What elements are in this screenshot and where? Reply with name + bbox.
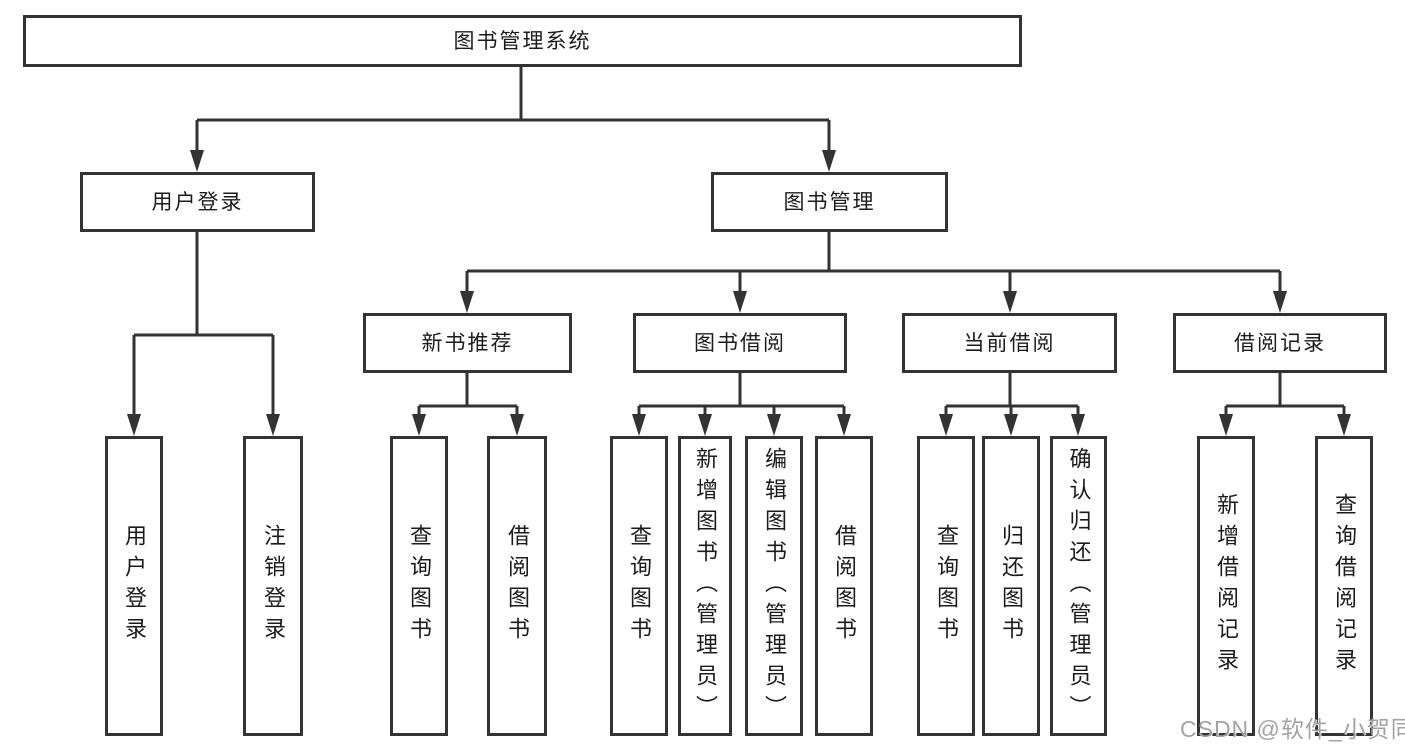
node-bb-edit-books-admin: 编辑图书（管理员）	[745, 436, 803, 736]
arrowheads	[127, 150, 1351, 436]
node-cb-query-books: 查询图书	[917, 436, 975, 736]
node-bb-borrow-books: 借阅图书	[815, 436, 873, 736]
node-user-login-action: 用户登录	[105, 436, 163, 736]
node-nb-borrow-books: 借阅图书	[487, 436, 547, 736]
node-new-book-recommend: 新书推荐	[363, 313, 572, 373]
node-cb-return-books: 归还图书	[982, 436, 1040, 736]
node-borrow-records: 借阅记录	[1173, 313, 1387, 373]
node-book-management: 图书管理	[711, 172, 948, 232]
watermark-csdn: CSDN @软件_小贺同学	[1180, 716, 1405, 742]
node-logout: 注销登录	[243, 436, 303, 736]
node-bb-add-books-admin: 新增图书（管理员）	[678, 436, 732, 736]
node-cb-confirm-return-admin: 确认归还（管理员）	[1050, 436, 1107, 736]
connector-paths	[132, 67, 1346, 416]
node-br-query-record: 查询借阅记录	[1315, 436, 1373, 736]
node-user-login: 用户登录	[80, 172, 315, 232]
node-current-borrow: 当前借阅	[902, 313, 1117, 373]
node-bb-query-books: 查询图书	[610, 436, 668, 736]
node-br-add-record: 新增借阅记录	[1197, 436, 1255, 736]
node-library-system: 图书管理系统	[23, 15, 1022, 67]
node-book-borrow: 图书借阅	[633, 313, 847, 373]
node-nb-query-books: 查询图书	[390, 436, 448, 736]
